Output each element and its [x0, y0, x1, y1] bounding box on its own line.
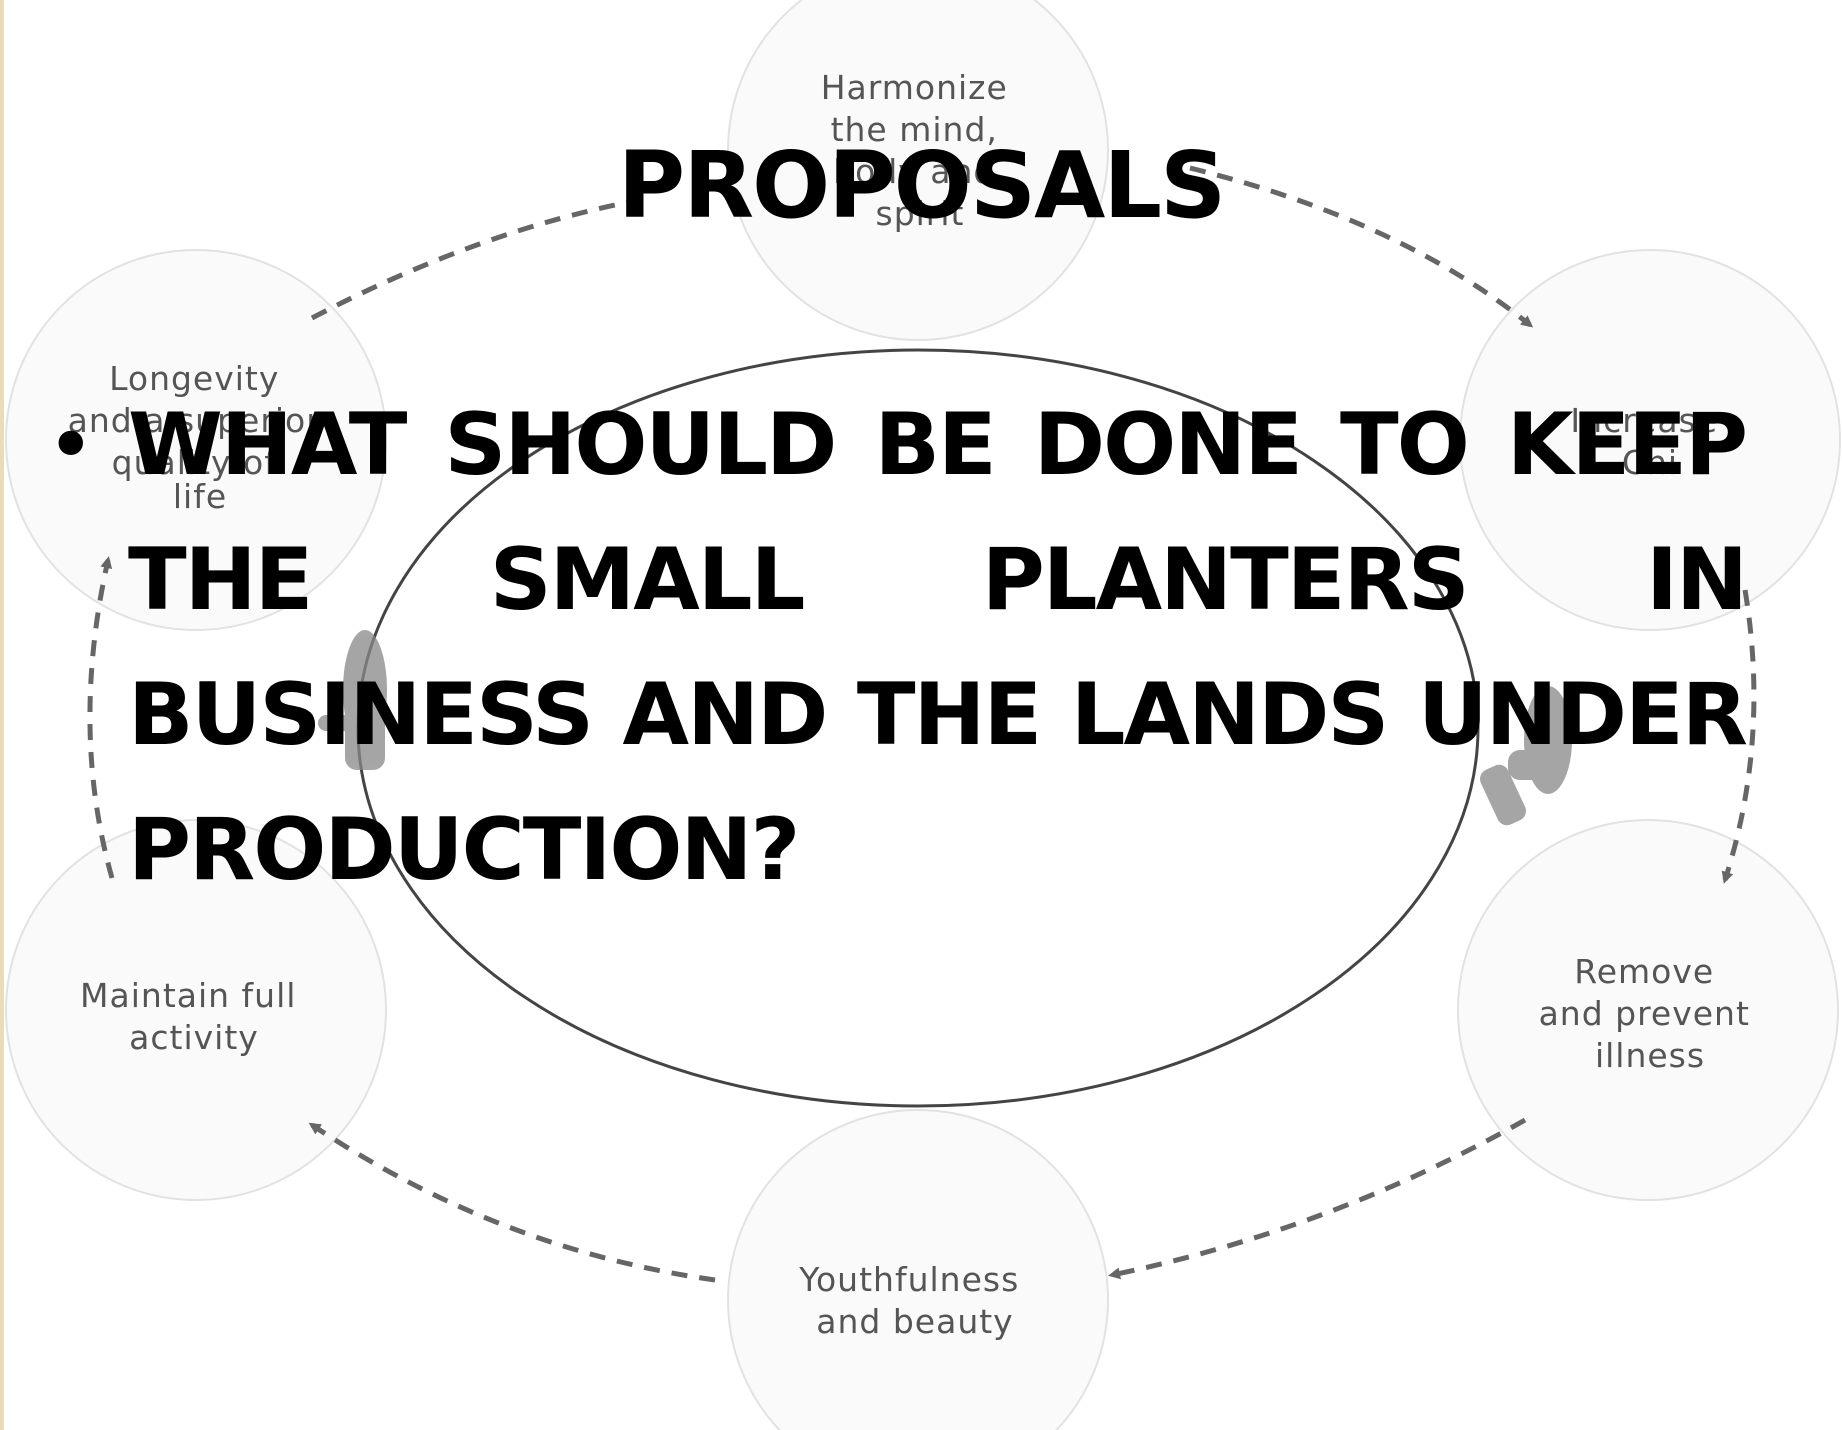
node-circle-bottom-right [1457, 819, 1839, 1201]
node-circle-top-right [1459, 249, 1841, 631]
node-label-top-right: Increase Chi [1570, 401, 1729, 482]
node-left-upper-line-2: and a superior [68, 401, 321, 440]
node-left-lower-line-1: Maintain full [80, 976, 296, 1015]
node-bottom-line-2: and beauty [816, 1302, 1013, 1341]
node-left-upper-line-1: Longevity [109, 359, 279, 398]
node-top-line-4: spirit [876, 194, 965, 233]
slide-title: PROPOSALS [617, 132, 1226, 239]
node-bottom-right-line-3: illness [1595, 1036, 1705, 1075]
figure-left-silhouette [318, 630, 387, 770]
arrow-bottom-to-left-lower [308, 1122, 716, 1283]
node-left-upper-line-3: quality of [112, 443, 278, 482]
bullet-text: WHAT SHOULD BE DONE TO KEEP THE SMALL PL… [128, 395, 1748, 900]
node-label-bottom: Youthfulness and beauty [798, 1260, 1031, 1341]
arrow-top-to-top-right [1189, 165, 1534, 328]
node-bottom-right-line-2: and prevent [1539, 994, 1750, 1033]
node-circle-left-upper [5, 249, 387, 631]
node-left-lower-line-2: activity [129, 1018, 259, 1057]
arrow-top-right-to-bottom-right [1721, 589, 1757, 884]
slide-left-border [0, 0, 4, 1430]
bullet-item: • WHAT SHOULD BE DONE TO KEEP THE SMALL … [46, 378, 1748, 918]
node-top-line-2: the mind, [831, 110, 998, 149]
node-label-bottom-right: Remove and prevent illness [1539, 952, 1762, 1075]
node-top-line-3: body and [833, 152, 995, 191]
arrow-left-upper-to-top [310, 197, 641, 321]
node-bottom-right-line-1: Remove [1574, 952, 1714, 991]
node-top-line-1: Harmonize [821, 68, 1008, 107]
arrow-left-lower-to-left-upper [87, 556, 115, 879]
node-label-left-lower: Maintain full activity [80, 976, 308, 1057]
node-label-left-upper: Longevity and a superior quality of life [68, 359, 333, 516]
figure-right-silhouette [1480, 686, 1572, 826]
node-left-upper-line-4: life [173, 477, 227, 516]
node-top-right-line-1: Increase [1570, 401, 1718, 440]
node-bottom-line-1: Youthfulness [798, 1260, 1019, 1299]
node-top-right-line-2: Chi [1622, 443, 1678, 482]
node-circle-bottom [727, 1109, 1109, 1430]
node-circle-top [727, 0, 1109, 341]
node-circle-left-lower [5, 819, 387, 1201]
node-label-top: Harmonize the mind, body and spirit [821, 68, 1020, 233]
arrow-bottom-right-to-bottom [1108, 1117, 1527, 1280]
bullet-dot: • [46, 396, 96, 494]
